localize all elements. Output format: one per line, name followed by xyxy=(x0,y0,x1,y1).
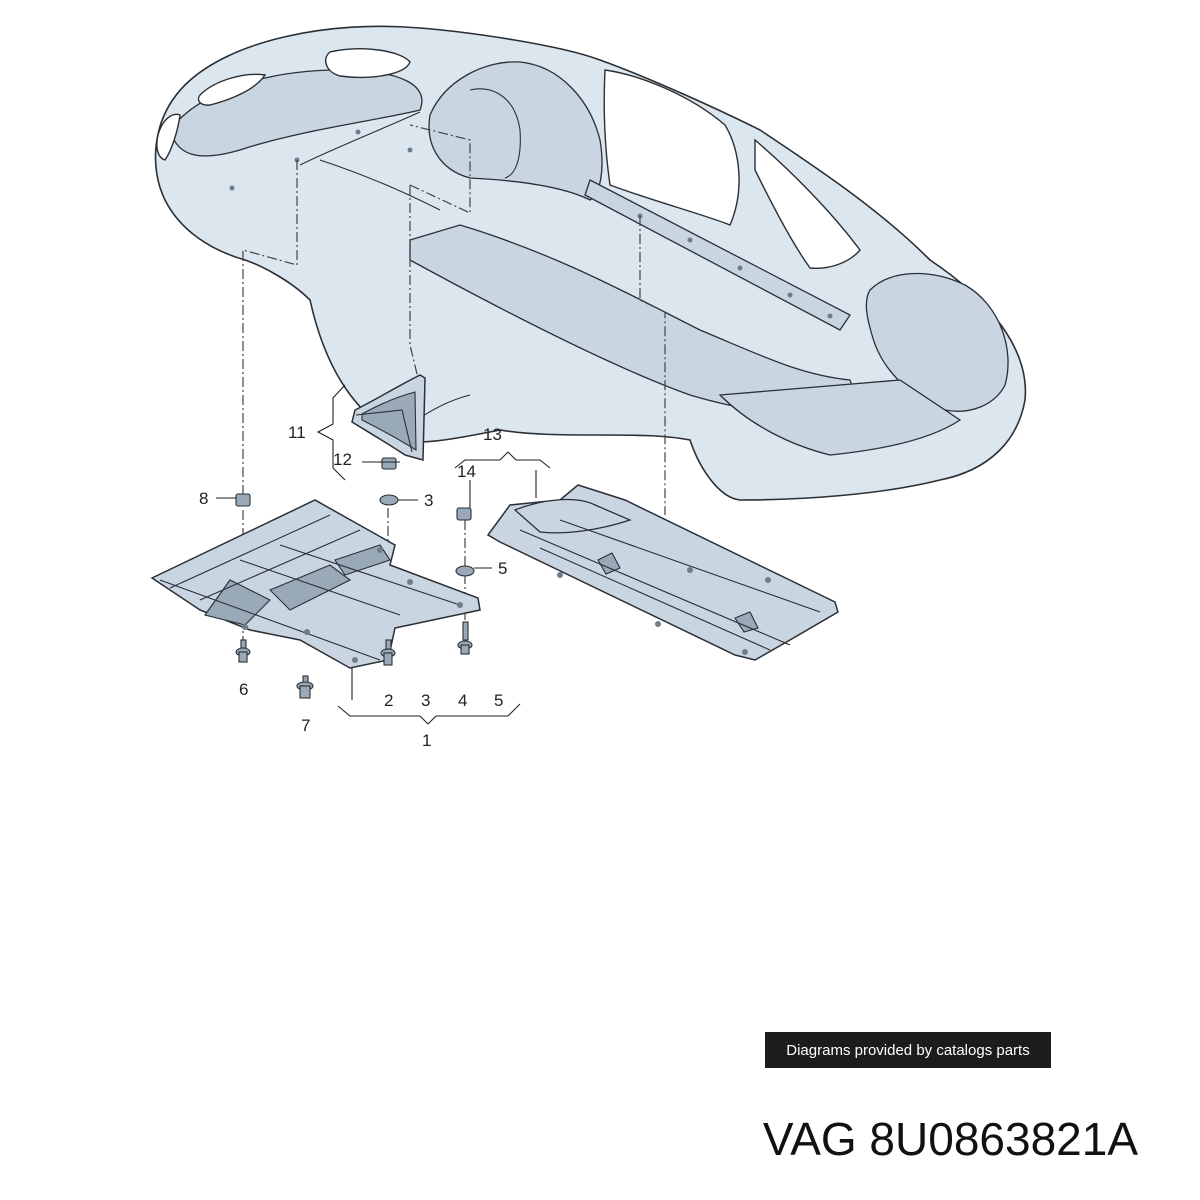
leader-lines xyxy=(216,384,551,725)
part-4-screw xyxy=(457,621,473,655)
rear-floor-pan xyxy=(718,379,962,456)
part-1-holes xyxy=(242,547,463,663)
callout-3-upper: 3 xyxy=(424,491,433,510)
callout-6: 6 xyxy=(239,680,248,699)
part-1-front-underbody-panel xyxy=(150,499,481,669)
part-2-screw xyxy=(380,639,396,666)
headlight-opening-right xyxy=(156,113,181,161)
part-7-screw xyxy=(296,675,314,699)
side-window-rear xyxy=(754,138,861,269)
rear-wheel-arch xyxy=(865,272,1009,412)
credit-banner: Diagrams provided by catalogs parts xyxy=(765,1032,1051,1068)
callout-8: 8 xyxy=(199,489,208,508)
front-grille-opening xyxy=(324,48,411,79)
callout-5-lower: 5 xyxy=(494,691,503,710)
callout-2: 2 xyxy=(384,691,393,710)
front-wheel-arch xyxy=(428,61,603,201)
side-window-front xyxy=(603,69,740,226)
part-6-screw xyxy=(235,639,251,663)
callout-labels: 1 2 3 3 4 5 5 6 7 8 11 12 13 14 xyxy=(199,423,507,750)
callout-5-upper: 5 xyxy=(498,559,507,578)
body-mounting-holes xyxy=(229,129,833,319)
part-3-washer-upper xyxy=(379,494,399,506)
callout-4: 4 xyxy=(458,691,467,710)
fasteners xyxy=(235,493,475,699)
callout-3-lower: 3 xyxy=(421,691,430,710)
callout-12: 12 xyxy=(333,450,352,469)
callout-7: 7 xyxy=(301,716,310,735)
headlight-opening-left xyxy=(197,73,267,106)
callout-13: 13 xyxy=(483,425,502,444)
car-body-underside xyxy=(154,25,1027,501)
part-13-holes xyxy=(557,567,771,655)
part-11-bracket xyxy=(351,374,426,461)
side-sill xyxy=(584,179,851,331)
part-14-clip xyxy=(456,507,472,521)
part-12-clip xyxy=(381,457,397,470)
part-13-rear-underbody-panel xyxy=(486,484,839,661)
part-5-washer-upper xyxy=(455,565,475,577)
callout-14: 14 xyxy=(457,462,476,481)
callout-1: 1 xyxy=(422,731,431,750)
callout-11: 11 xyxy=(288,423,306,442)
part-8-clip xyxy=(235,493,251,507)
part-number-title: VAG 8U0863821A xyxy=(762,1113,1138,1165)
